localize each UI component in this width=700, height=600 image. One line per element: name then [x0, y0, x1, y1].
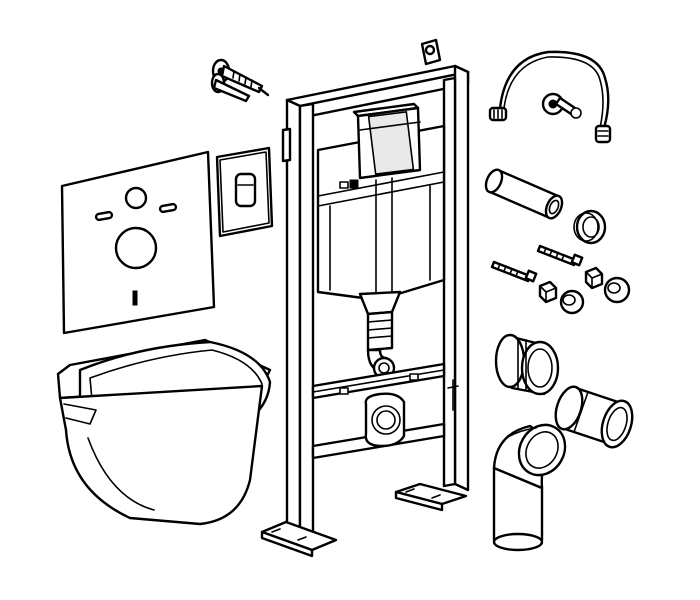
- threaded-mounting-rods: [490, 244, 584, 283]
- flush-plate: [215, 146, 274, 238]
- soundproofing-mat: [60, 150, 216, 335]
- straight-waste-pipe: [554, 385, 634, 449]
- fixing-nuts-and-caps: [538, 266, 631, 315]
- elbow-waste-pipe: [492, 423, 567, 552]
- wall-bracket-anchors: [210, 58, 270, 103]
- installation-frame: [260, 38, 470, 558]
- flush-pipe: [484, 168, 564, 220]
- pipe-seal-ring: [573, 209, 607, 245]
- water-supply-hose: [488, 50, 612, 144]
- drain-connector: [494, 333, 560, 396]
- wall-hung-toilet: [56, 338, 272, 526]
